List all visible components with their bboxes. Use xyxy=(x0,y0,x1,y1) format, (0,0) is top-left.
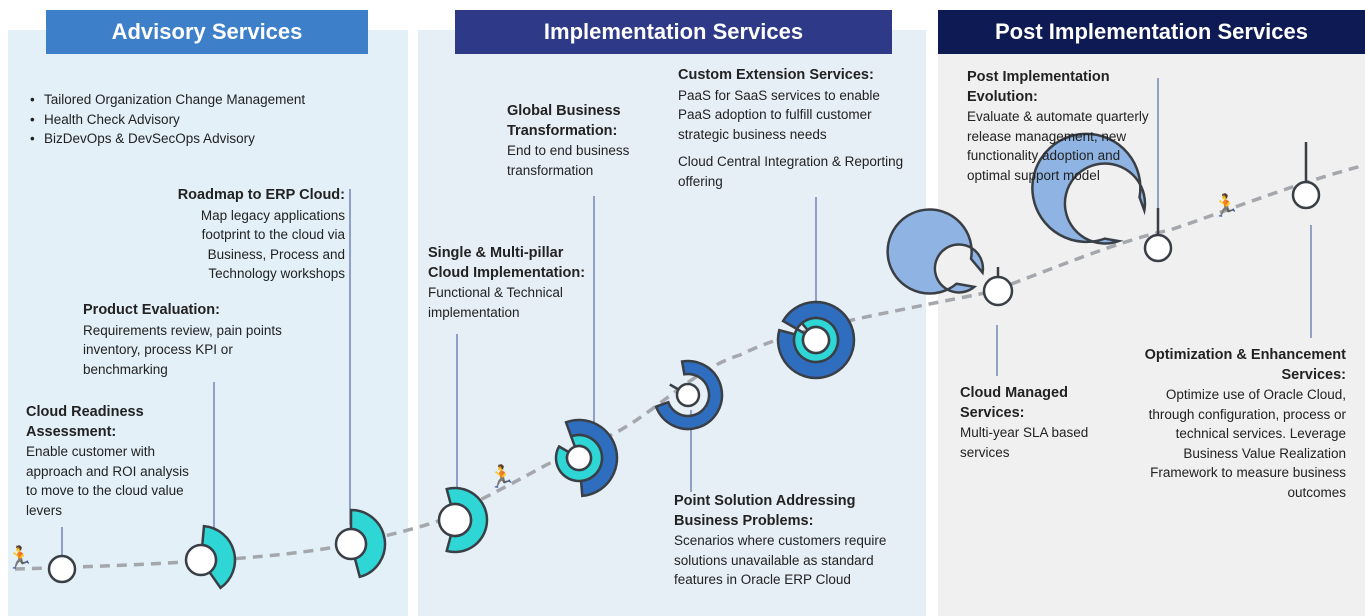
post-implementation-evolution-block: Post Implementation Evolution: Evaluate … xyxy=(967,68,1152,185)
advisory-services-header: Advisory Services xyxy=(46,10,368,54)
cloud-readiness-desc: Enable customer with approach and ROI an… xyxy=(26,444,189,518)
ring-center xyxy=(334,527,368,561)
bullet-item: BizDevOps & DevSecOps Advisory xyxy=(30,129,305,149)
custom-extension-block: Custom Extension Services: PaaS for SaaS… xyxy=(678,66,913,191)
single-multi-pillar-block: Single & Multi-pillar Cloud Implementati… xyxy=(428,244,603,322)
single-multi-pillar-desc: Functional & Technical implementation xyxy=(428,285,563,320)
product-evaluation-title: Product Evaluation: xyxy=(83,302,220,318)
global-business-transformation-block: Global Business Transformation: End to e… xyxy=(507,102,657,180)
runner-icon: 🏃 xyxy=(6,545,34,570)
bullet-item: Tailored Organization Change Management xyxy=(30,90,305,110)
product-evaluation-block: Product Evaluation: Requirements review,… xyxy=(83,301,283,379)
post-implementation-evolution-desc: Evaluate & automate quarterly release ma… xyxy=(967,109,1149,183)
global-business-transformation-title: Global Business Transformation: xyxy=(507,103,621,139)
bullet-item: Health Check Advisory xyxy=(30,110,305,130)
custom-extension-title: Custom Extension Services: xyxy=(678,67,874,83)
advisory-bullet-list: Tailored Organization Change Management … xyxy=(30,90,305,149)
runner-icon: 🏃 xyxy=(1212,193,1240,218)
cloud-managed-block: Cloud Managed Services: Multi-year SLA b… xyxy=(960,384,1095,462)
ring-segment xyxy=(654,359,724,431)
ring-center xyxy=(47,554,77,584)
milestone-rings xyxy=(47,132,1321,590)
ring-center xyxy=(675,382,701,408)
custom-extension-desc: PaaS for SaaS services to enable PaaS ad… xyxy=(678,87,880,142)
optimization-desc: Optimize use of Oracle Cloud, through co… xyxy=(1148,387,1346,500)
post-implementation-evolution-title: Post Implementation Evolution: xyxy=(967,69,1110,105)
cloud-readiness-block: Cloud Readiness Assessment: Enable custo… xyxy=(26,403,201,520)
post-implementation-services-header: Post Implementation Services xyxy=(938,10,1365,54)
ring-segment xyxy=(1031,132,1147,245)
point-solution-desc: Scenarios where customers require soluti… xyxy=(674,533,887,587)
ring-center xyxy=(1291,180,1321,210)
optimization-block: Optimization & Enhancement Services: Opt… xyxy=(1140,346,1346,502)
roadmap-block: Roadmap to ERP Cloud: Map legacy applica… xyxy=(152,186,345,284)
single-multi-pillar-title: Single & Multi-pillar Cloud Implementati… xyxy=(428,245,586,281)
cloud-managed-desc: Multi-year SLA based services xyxy=(960,425,1089,460)
point-solution-block: Point Solution Addressing Business Probl… xyxy=(674,492,919,590)
roadmap-desc: Map legacy applications footprint to the… xyxy=(200,207,345,282)
ring-center xyxy=(437,502,473,538)
implementation-services-header: Implementation Services xyxy=(455,10,892,54)
global-business-transformation-desc: End to end business transformation xyxy=(507,143,630,178)
product-evaluation-desc: Requirements review, pain points invento… xyxy=(83,322,282,377)
ring-center xyxy=(801,325,831,355)
point-solution-title: Point Solution Addressing Business Probl… xyxy=(674,493,856,529)
post-implementation-panel xyxy=(938,30,1365,616)
ring-segment xyxy=(669,383,680,391)
custom-extension-desc-2: Cloud Central Integration & Reporting of… xyxy=(678,154,904,189)
optimization-title: Optimization & Enhancement Services: xyxy=(1144,347,1346,383)
roadmap-title: Roadmap to ERP Cloud: xyxy=(177,187,345,203)
runner-icon: 🏃 xyxy=(488,464,516,489)
ring-center xyxy=(565,444,593,472)
ring-center xyxy=(1143,233,1173,263)
ring-center xyxy=(982,275,1014,307)
cloud-managed-title: Cloud Managed Services: xyxy=(960,385,1068,421)
ring-center xyxy=(184,543,218,577)
cloud-readiness-title: Cloud Readiness Assessment: xyxy=(26,404,144,440)
ring-segment xyxy=(886,208,985,295)
